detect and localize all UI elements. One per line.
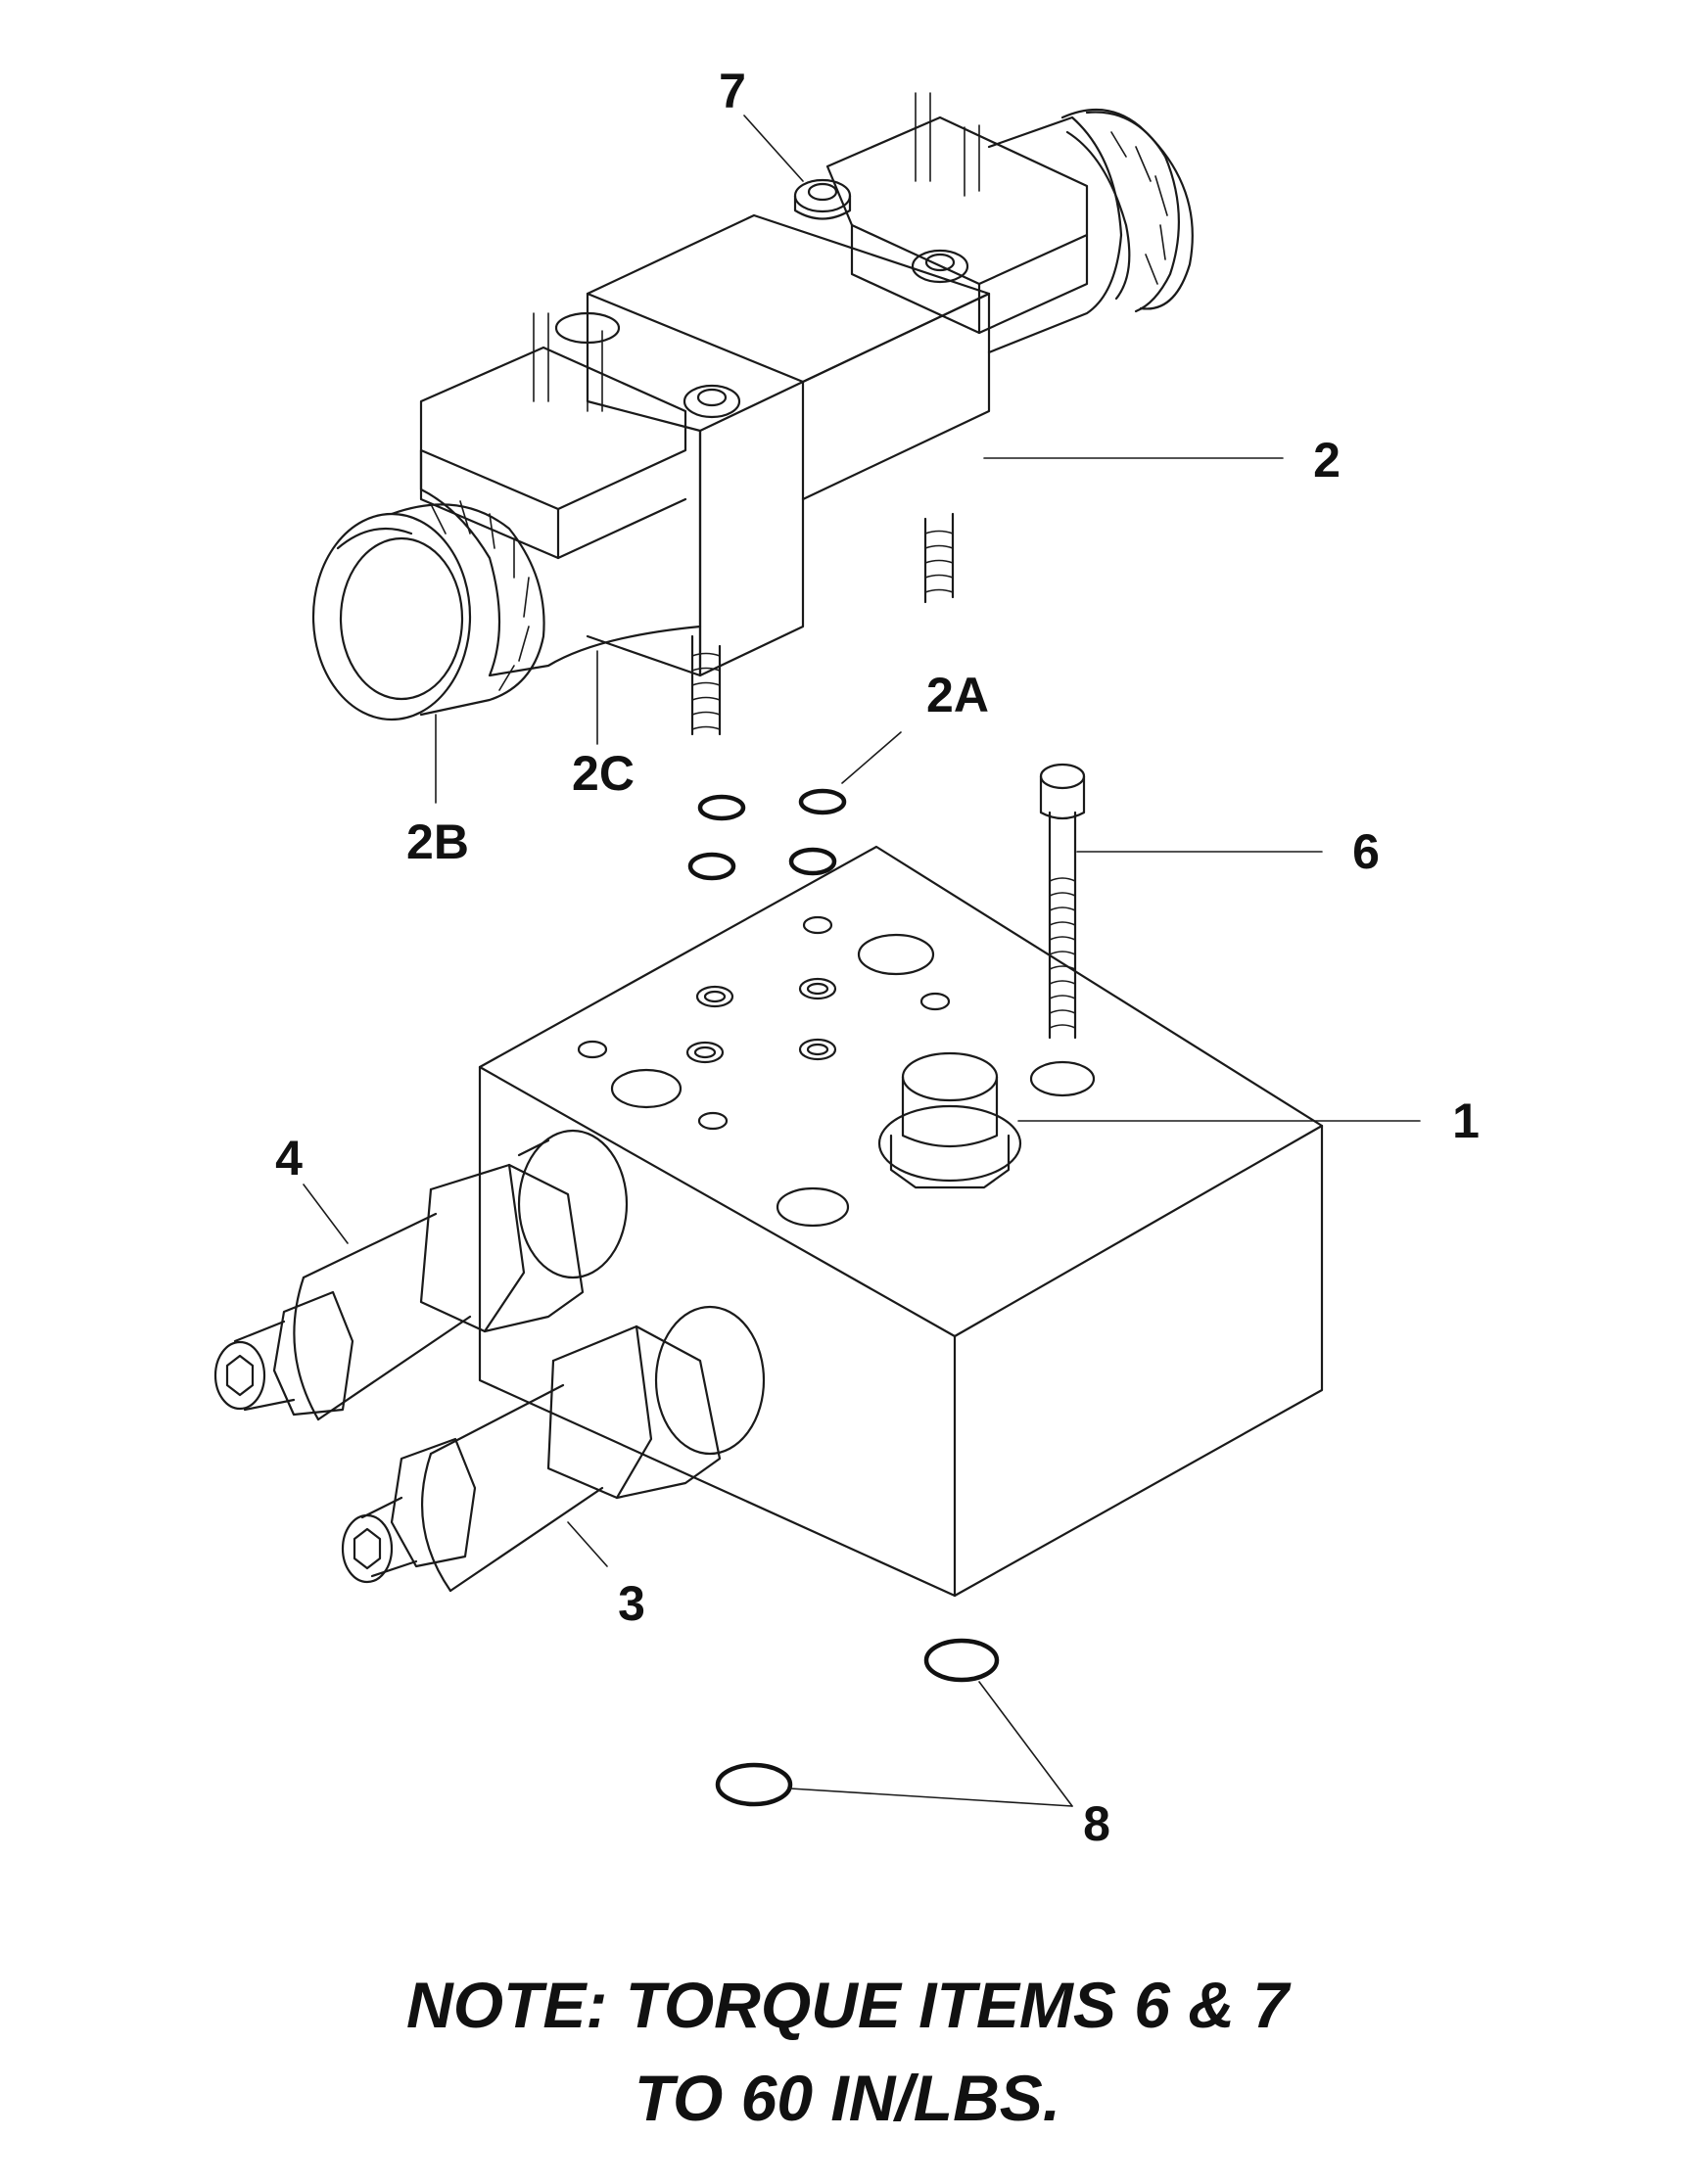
callout-4: 4 <box>275 1131 303 1185</box>
left-coil-nut <box>311 500 545 721</box>
torque-note-line-1: NOTE: TORQUE ITEMS 6 & 7 <box>406 1969 1289 2041</box>
valve-body <box>586 213 991 677</box>
left-coil-body <box>419 448 702 677</box>
leader-lines <box>303 115 1421 1807</box>
callout-8: 8 <box>1083 1796 1110 1851</box>
callout-2c: 2C <box>572 746 635 801</box>
o-rings-2a <box>687 788 847 881</box>
cartridge-valve-4 <box>213 1129 629 1421</box>
right-coil-body <box>987 116 1123 354</box>
callout-7: 7 <box>719 64 746 118</box>
valve-studs <box>690 512 955 736</box>
plug-item-1 <box>877 1051 1022 1189</box>
callout-1: 1 <box>1452 1093 1480 1148</box>
callout-2: 2 <box>1313 433 1341 488</box>
callout-2b: 2B <box>406 814 469 869</box>
solenoid-valve <box>311 92 1194 736</box>
mounting-screw-6 <box>1039 763 1086 1040</box>
manifold-block <box>478 845 1324 1598</box>
torque-note-line-2: TO 60 IN/LBS. <box>634 2062 1061 2134</box>
cartridge-valve-3 <box>341 1305 766 1593</box>
right-coil-nut <box>1060 108 1194 313</box>
callout-6: 6 <box>1352 824 1380 879</box>
left-connector <box>419 311 687 560</box>
callout-3: 3 <box>618 1576 645 1631</box>
o-rings-8 <box>715 1638 1000 1807</box>
callout-labels: 7 2 2A 2C 2B 6 1 4 3 8 <box>275 64 1480 1851</box>
mounting-screw-heads <box>683 178 969 419</box>
right-connector <box>825 92 1089 335</box>
callout-2a: 2A <box>926 668 989 722</box>
